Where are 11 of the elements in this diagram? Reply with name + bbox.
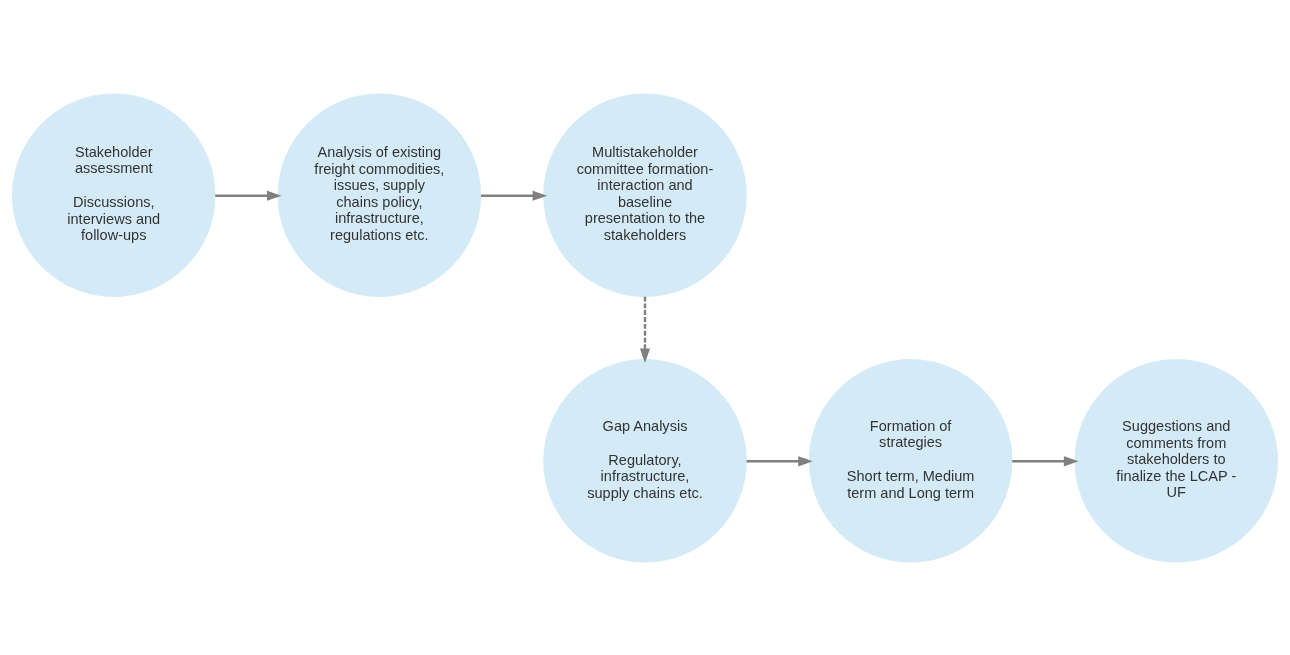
node-circle: Analysis of existing freight commodities, issues, supply chains policy, infrastructure, regulations etc. (277, 92, 482, 297)
arrow (1012, 455, 1079, 466)
arrow (480, 190, 548, 201)
node-circle: Multistakeholder committee formation-interaction and baseline presentation to the stakeholders (543, 92, 747, 297)
node-circle: Formation of strategies Short term, Medium term and Long term (808, 358, 1013, 563)
arrow (639, 296, 651, 363)
node-circle: Suggestions and comments from stakeholders to finalize the LCAP - UF (1074, 358, 1279, 563)
node-circle: Gap Analysis Regulatory, infrastructure, supply chains etc. (543, 358, 747, 563)
arrow (746, 455, 813, 466)
arrow (215, 190, 282, 201)
node-circle: Stakeholder assessment Discussions, interviews and follow-ups (11, 92, 216, 297)
